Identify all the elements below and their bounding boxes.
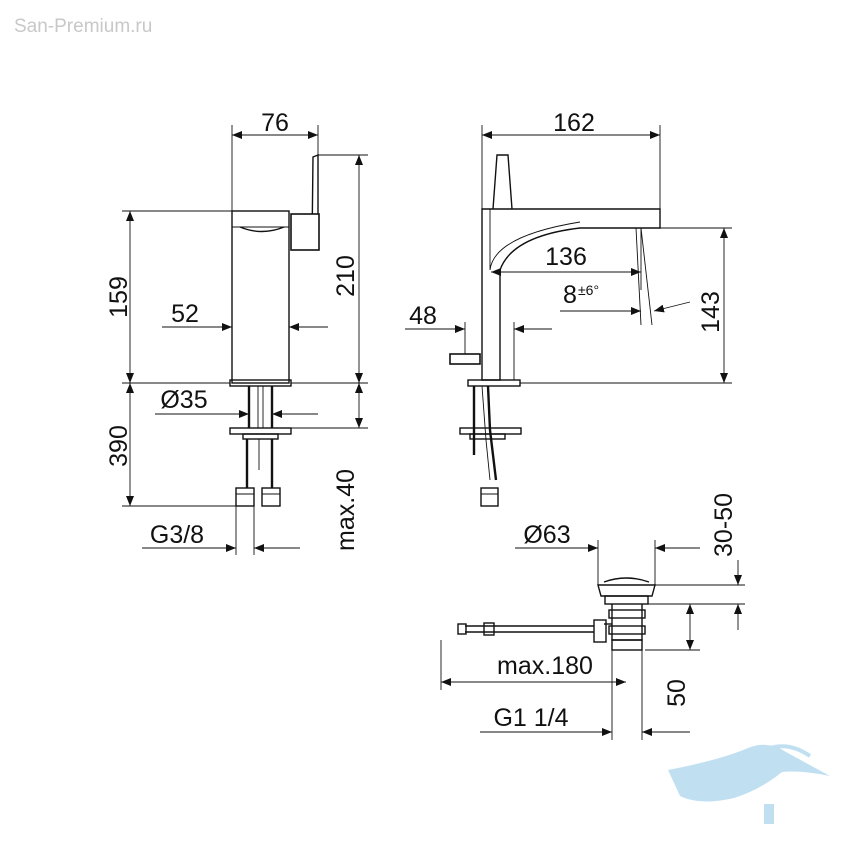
front-plate-2: [242, 433, 279, 440]
side-hose-2: [481, 385, 491, 481]
dim-drain-range: 30-50: [710, 493, 738, 557]
dim-side-lever-offset: 48: [409, 302, 437, 330]
drain-nut-1: [608, 609, 646, 619]
drain-view: Ø63 30-50 max.180 50 G1 1/4: [440, 493, 745, 740]
dim-drain-height: 50: [663, 679, 691, 707]
drain-cap-top: [603, 577, 650, 583]
front-plate-1: [229, 427, 292, 435]
dim-front-width-top: 76: [261, 109, 289, 137]
front-nut-left: [235, 487, 255, 507]
dim-drain-max-length: max.180: [497, 652, 593, 680]
drain-collar: [604, 595, 649, 605]
side-plate-2: [469, 433, 506, 440]
dim-side-angle-tol: ±6°: [578, 282, 599, 298]
drain-rod-end: [457, 623, 467, 635]
dim-front-connector-diameter: Ø35: [160, 386, 207, 414]
side-nut: [480, 487, 499, 507]
dim-front-thread: G3/8: [150, 521, 204, 549]
dim-drain-thread: G1 1/4: [493, 704, 568, 732]
angle-arrow-right: [653, 301, 691, 313]
dim-front-body-width: 52: [171, 300, 199, 328]
drain-cap: [597, 584, 656, 597]
dim-drain-diameter: Ø63: [523, 521, 570, 549]
dim-front-height-body: 159: [105, 276, 133, 318]
dim-side-reach: 136: [545, 243, 587, 271]
side-hose: [486, 385, 498, 481]
drain-outlet: [611, 639, 643, 651]
dim-front-height-total: 210: [332, 255, 360, 297]
side-base: [467, 379, 521, 387]
front-body: [231, 210, 290, 384]
dim-front-max-thickness: max.40: [332, 469, 360, 551]
side-view: 162 136 8 ±6° 143 48: [405, 109, 732, 507]
side-body-inner: [489, 209, 581, 271]
dim-front-hose-length: 390: [105, 425, 133, 467]
watermark-text: San-Premium.ru: [14, 16, 152, 37]
drain-side-connector: [593, 619, 607, 643]
side-lever: [492, 154, 513, 210]
side-knob: [449, 353, 481, 365]
front-aerator: [239, 226, 285, 233]
logo-wave: [769, 744, 812, 758]
angle-line-1: [640, 227, 653, 326]
front-view: 76 210 159 52 Ø35 390 max.40 G3/8: [105, 109, 368, 555]
drain-rod-clip: [483, 622, 495, 636]
drain-nut-2: [608, 625, 646, 635]
logo-leg: [764, 804, 774, 824]
dim-side-length: 162: [553, 109, 595, 137]
angle-line-2: [635, 227, 642, 326]
bathtub-wave-logo: [668, 744, 830, 824]
front-lever-hub: [290, 213, 320, 251]
front-nut-right: [261, 487, 281, 507]
logo-tub: [668, 744, 830, 802]
dim-side-angle: 8: [563, 281, 577, 309]
dim-side-spout-height: 143: [697, 291, 725, 333]
